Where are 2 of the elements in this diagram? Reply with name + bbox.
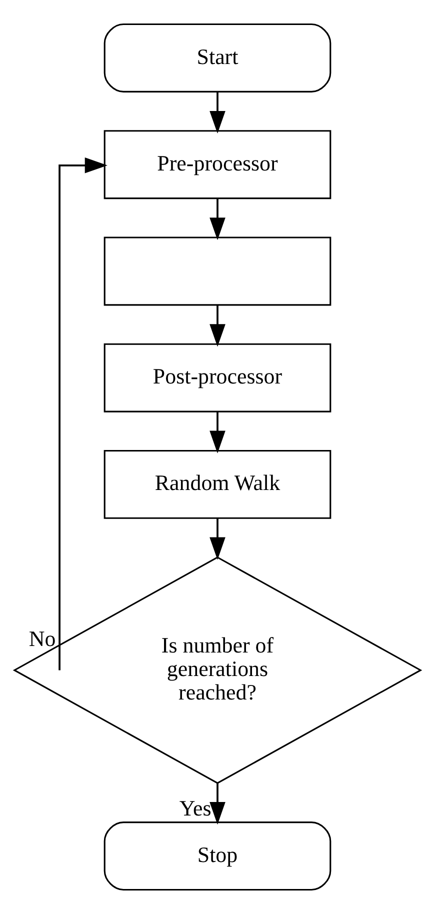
edge-label: Yes	[179, 795, 212, 820]
edge-label: No	[28, 626, 56, 652]
